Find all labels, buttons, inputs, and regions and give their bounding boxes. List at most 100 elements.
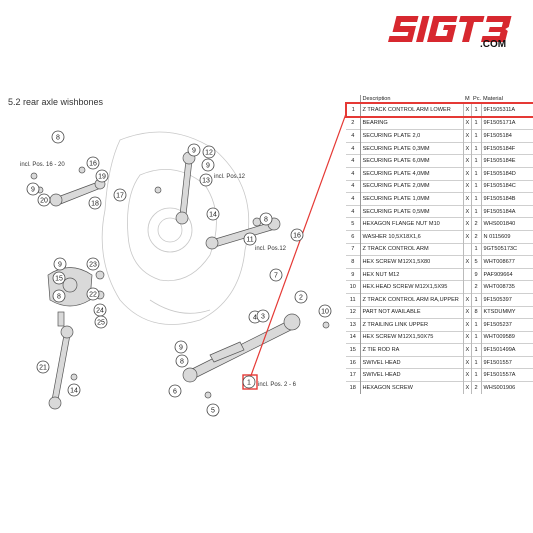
callout-bubble[interactable]: 3 — [256, 309, 270, 323]
parts-row-material: WHS001906 — [481, 381, 533, 394]
callout-bubble[interactable]: 8 — [175, 354, 189, 368]
callout-bubble[interactable]: 6 — [168, 384, 182, 398]
callout-bubble[interactable]: 10 — [318, 304, 332, 318]
parts-row-pc: 1 — [471, 192, 482, 206]
callout-bubble[interactable]: 16 — [290, 228, 304, 242]
callout-bubble[interactable]: 14 — [206, 207, 220, 221]
parts-row-material: 9F1505184A — [481, 204, 533, 218]
trailing-link-upper — [154, 151, 196, 225]
callout-bubble[interactable]: 25 — [94, 315, 108, 329]
parts-row-index: 4 — [346, 166, 361, 181]
callout-bubble[interactable]: 19 — [95, 169, 109, 183]
callout-bubble[interactable]: 9 — [174, 340, 188, 354]
parts-row-description: HEX NUT M12 — [360, 267, 464, 281]
callout-label: 8 — [264, 216, 268, 223]
callout-bubble[interactable]: 2 — [294, 290, 308, 304]
parts-row-pc: 1 — [471, 330, 482, 344]
parts-row-m: X — [463, 229, 472, 244]
callout-label: 23 — [89, 261, 97, 268]
parts-row-pc: 2 — [471, 217, 482, 231]
callout-bubble[interactable]: 8 — [51, 130, 65, 144]
col-header-pc: Pc. — [473, 95, 482, 102]
parts-row-description: SWIVEL HEAD — [360, 355, 464, 369]
parts-row-description: BEARING — [360, 116, 464, 130]
callout-bubble[interactable]: 13 — [199, 173, 213, 187]
parts-row-description: PART NOT AVAILABLE — [360, 305, 464, 319]
callout-bubble[interactable]: 5 — [206, 403, 220, 417]
parts-row-pc: 1 — [471, 179, 482, 193]
callout-bubble[interactable]: 11 — [243, 232, 257, 246]
callout-circle — [175, 354, 189, 368]
parts-row-pc: 2 — [471, 280, 482, 294]
callout-label: 9 — [179, 344, 183, 351]
callout-bubble[interactable]: 18 — [88, 196, 102, 210]
note-pos-16-20: incl. Pos. 16 - 20 — [20, 162, 65, 168]
parts-row-description: SECURING PLATE 6,0MM — [360, 154, 464, 168]
callout-circle — [318, 304, 332, 318]
callout-bubble[interactable]: 20 — [37, 193, 51, 207]
callout-bubble[interactable]: 16 — [86, 156, 100, 170]
parts-row-index: 13 — [346, 318, 361, 332]
parts-row-m: X — [463, 204, 472, 218]
callout-bubble[interactable]: 22 — [86, 287, 100, 301]
callout-bubble[interactable]: 7 — [269, 268, 283, 282]
parts-row-index: 4 — [346, 204, 361, 218]
col-header-index — [346, 95, 361, 103]
parts-row-m: X — [463, 102, 472, 118]
callout-bubble[interactable]: 9 — [201, 158, 215, 172]
parts-row-m: X — [463, 381, 472, 394]
callout-bubble[interactable]: 8 — [52, 289, 66, 303]
callout-label: 9 — [206, 162, 210, 169]
callout-bubble[interactable]: 21 — [36, 360, 50, 374]
callout-bubble[interactable]: 9 — [53, 257, 67, 271]
callout-bubble[interactable]: 17 — [113, 188, 127, 202]
callout-bubble[interactable]: 1 — [242, 375, 256, 389]
parts-row-index: 4 — [346, 179, 361, 193]
callout-circle — [174, 340, 188, 354]
callout-bubble[interactable]: 9 — [26, 182, 40, 196]
parts-row-description: SECURING PLATE 2,0MM — [360, 179, 464, 193]
callout-label: 6 — [173, 388, 177, 395]
callout-label: 9 — [58, 261, 62, 268]
callout-circle — [256, 309, 270, 323]
callout-bubble[interactable]: 8 — [259, 212, 273, 226]
callout-bubble[interactable]: 12 — [202, 145, 216, 159]
parts-row-pc: 1 — [471, 154, 482, 168]
sigtb-logo[interactable] — [388, 10, 516, 50]
callout-bubble[interactable]: 14 — [67, 383, 81, 397]
callout-bubble[interactable]: 23 — [86, 257, 100, 271]
callout-bubble[interactable]: 9 — [187, 143, 201, 157]
callout-bubble[interactable]: 15 — [52, 271, 66, 285]
parts-row-description: SECURING PLATE 2,0 — [360, 129, 464, 143]
parts-row-m: X — [463, 330, 472, 344]
parts-row-material: 9F1505171A — [481, 116, 533, 130]
parts-row-index: 5 — [346, 217, 361, 231]
callout-circle — [242, 375, 256, 389]
callout-bubble[interactable]: 24 — [93, 303, 107, 317]
parts-row-m: X — [463, 255, 472, 269]
parts-row-m: X — [463, 305, 472, 319]
